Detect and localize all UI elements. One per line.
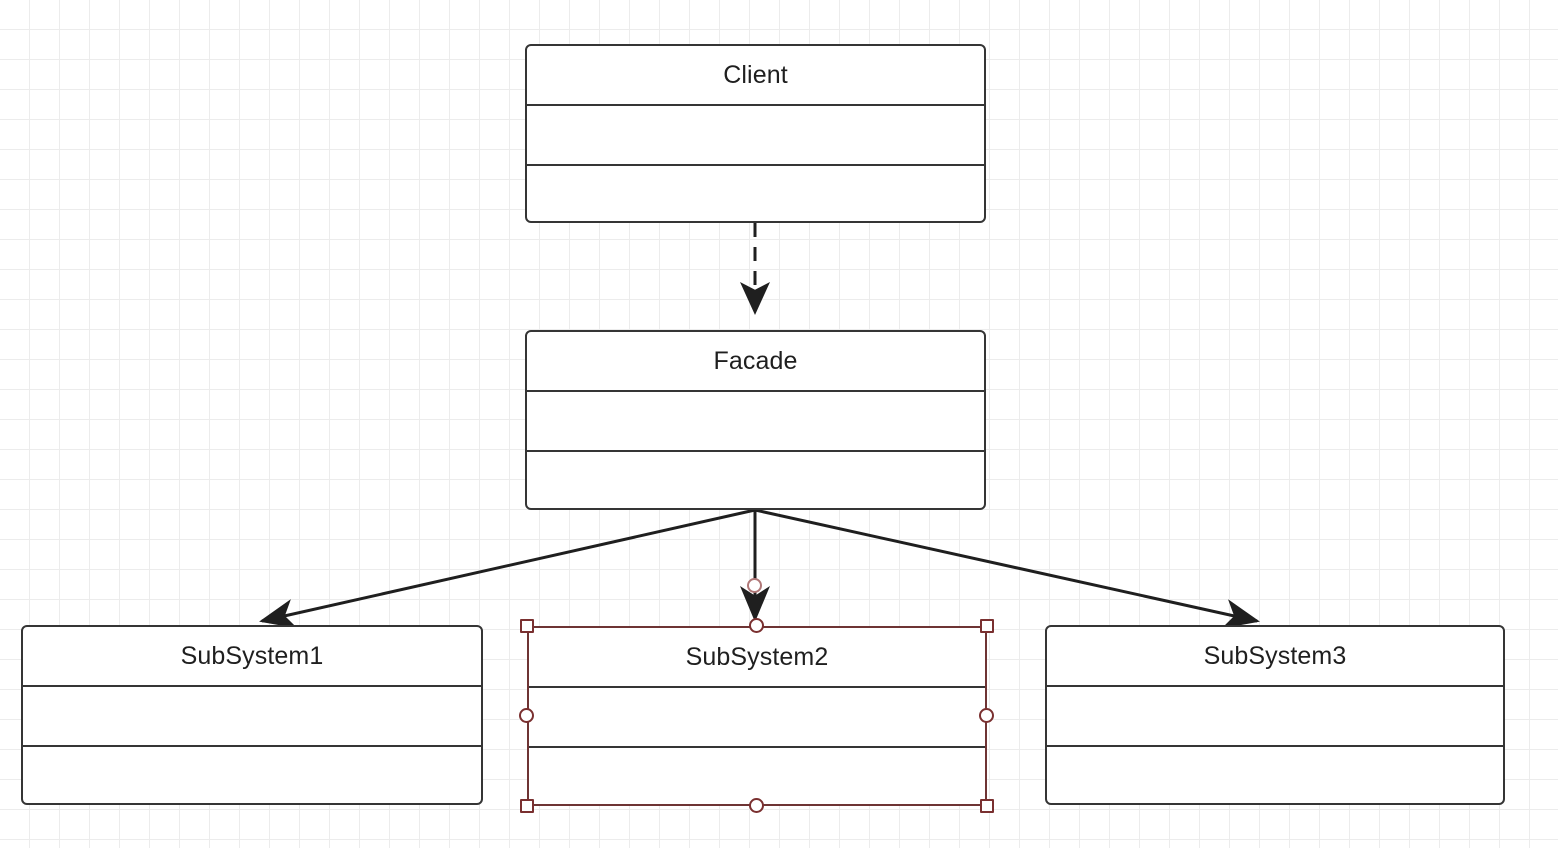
resize-handle-top-right[interactable] — [980, 619, 994, 633]
class-attributes-subsystem1[interactable] — [23, 687, 481, 747]
edge-source-endpoint-handle[interactable] — [747, 578, 762, 593]
class-attributes-client[interactable] — [527, 106, 984, 166]
class-operations-client[interactable] — [527, 166, 984, 221]
connection-handle-bottom-center[interactable] — [749, 798, 764, 813]
uml-class-client[interactable]: Client — [525, 44, 986, 223]
class-operations-subsystem3[interactable] — [1047, 747, 1503, 803]
connection-handle-middle-left[interactable] — [519, 708, 534, 723]
class-operations-subsystem2[interactable] — [529, 748, 985, 804]
connection-handle-middle-right[interactable] — [979, 708, 994, 723]
uml-class-subsystem1[interactable]: SubSystem1 — [21, 625, 483, 805]
resize-handle-bottom-left[interactable] — [520, 799, 534, 813]
connection-handle-top-center[interactable] — [749, 618, 764, 633]
class-title-subsystem1: SubSystem1 — [23, 627, 481, 687]
uml-class-subsystem3[interactable]: SubSystem3 — [1045, 625, 1505, 805]
edge-facade-to-subsystem3[interactable] — [754, 508, 1260, 629]
class-operations-facade[interactable] — [527, 452, 984, 508]
class-title-client: Client — [527, 46, 984, 106]
edge-facade-to-subsystem1[interactable] — [259, 508, 756, 629]
class-title-facade: Facade — [527, 332, 984, 392]
resize-handle-bottom-right[interactable] — [980, 799, 994, 813]
class-title-subsystem2: SubSystem2 — [529, 628, 985, 688]
class-title-subsystem3: SubSystem3 — [1047, 627, 1503, 687]
resize-handle-top-left[interactable] — [520, 619, 534, 633]
uml-class-subsystem2[interactable]: SubSystem2 — [527, 626, 987, 806]
class-attributes-facade[interactable] — [527, 392, 984, 452]
class-operations-subsystem1[interactable] — [23, 747, 481, 803]
class-attributes-subsystem3[interactable] — [1047, 687, 1503, 747]
class-attributes-subsystem2[interactable] — [529, 688, 985, 748]
uml-class-facade[interactable]: Facade — [525, 330, 986, 510]
